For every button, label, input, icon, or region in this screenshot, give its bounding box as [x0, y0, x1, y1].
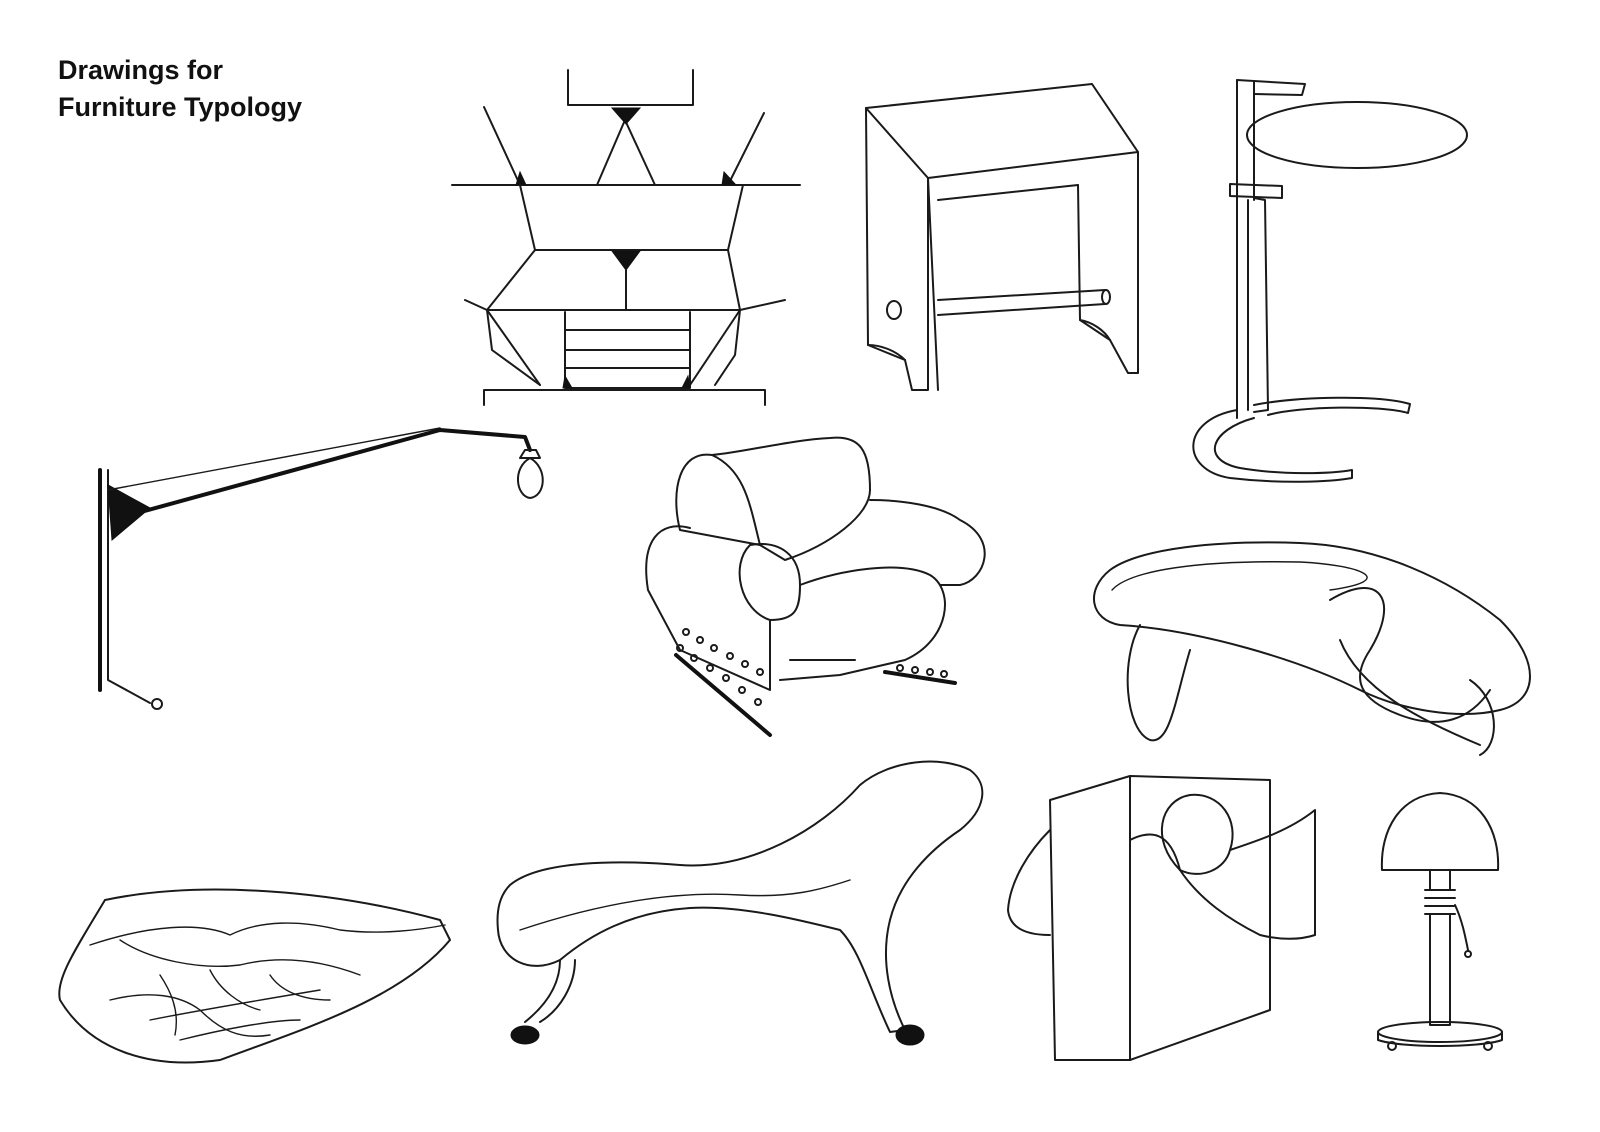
shelving-unit-drawing	[451, 69, 801, 406]
cube-chair-drawing	[1007, 775, 1316, 1061]
armchair-studs	[676, 628, 948, 706]
wall-lamp-drawing	[98, 427, 544, 710]
coffee-table-drawing	[1093, 541, 1531, 756]
chaise-longue-drawing	[496, 760, 984, 1046]
title-line-2: Furniture Typology	[58, 92, 302, 122]
title-line-1: Drawings for	[58, 55, 224, 85]
armchair-drawing	[645, 436, 986, 737]
console-table-drawing	[865, 83, 1139, 391]
page-title: Drawings for Furniture Typology	[58, 52, 302, 126]
sculptural-table-drawing	[58, 888, 451, 1064]
table-lamp-drawing	[1377, 792, 1503, 1051]
adjustable-side-table-drawing	[1192, 79, 1468, 483]
